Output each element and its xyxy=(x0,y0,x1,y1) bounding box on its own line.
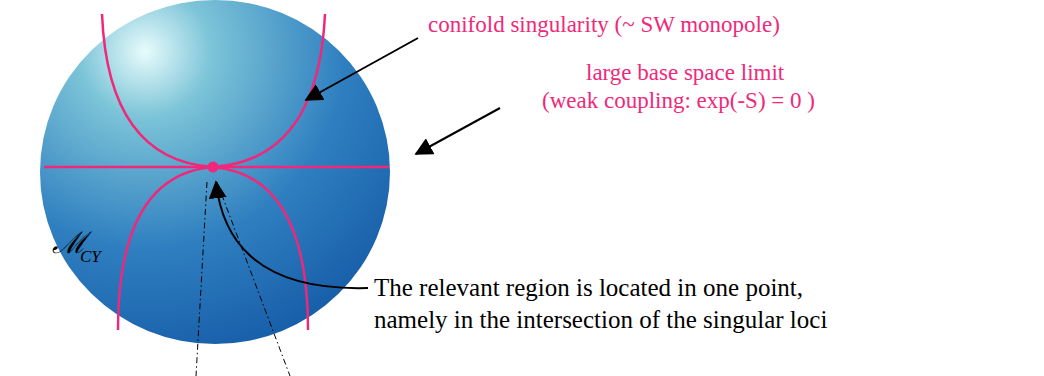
annotation: conifold singularity (~ SW monopole) xyxy=(428,12,780,37)
note-text: namely in the intersection of the singul… xyxy=(374,306,827,334)
intersection-point xyxy=(208,162,219,173)
annotation: (weak coupling: exp(-S) = 0 ) xyxy=(542,88,815,113)
singular-loci xyxy=(44,14,389,330)
pointer-arrows xyxy=(216,38,500,288)
moduli-space xyxy=(40,0,390,344)
math-subscript: CY xyxy=(80,248,101,267)
annotation: large base space limit xyxy=(586,60,784,85)
note-text: The relevant region is located in one po… xyxy=(374,274,803,302)
dash-dot-lines xyxy=(196,182,290,376)
